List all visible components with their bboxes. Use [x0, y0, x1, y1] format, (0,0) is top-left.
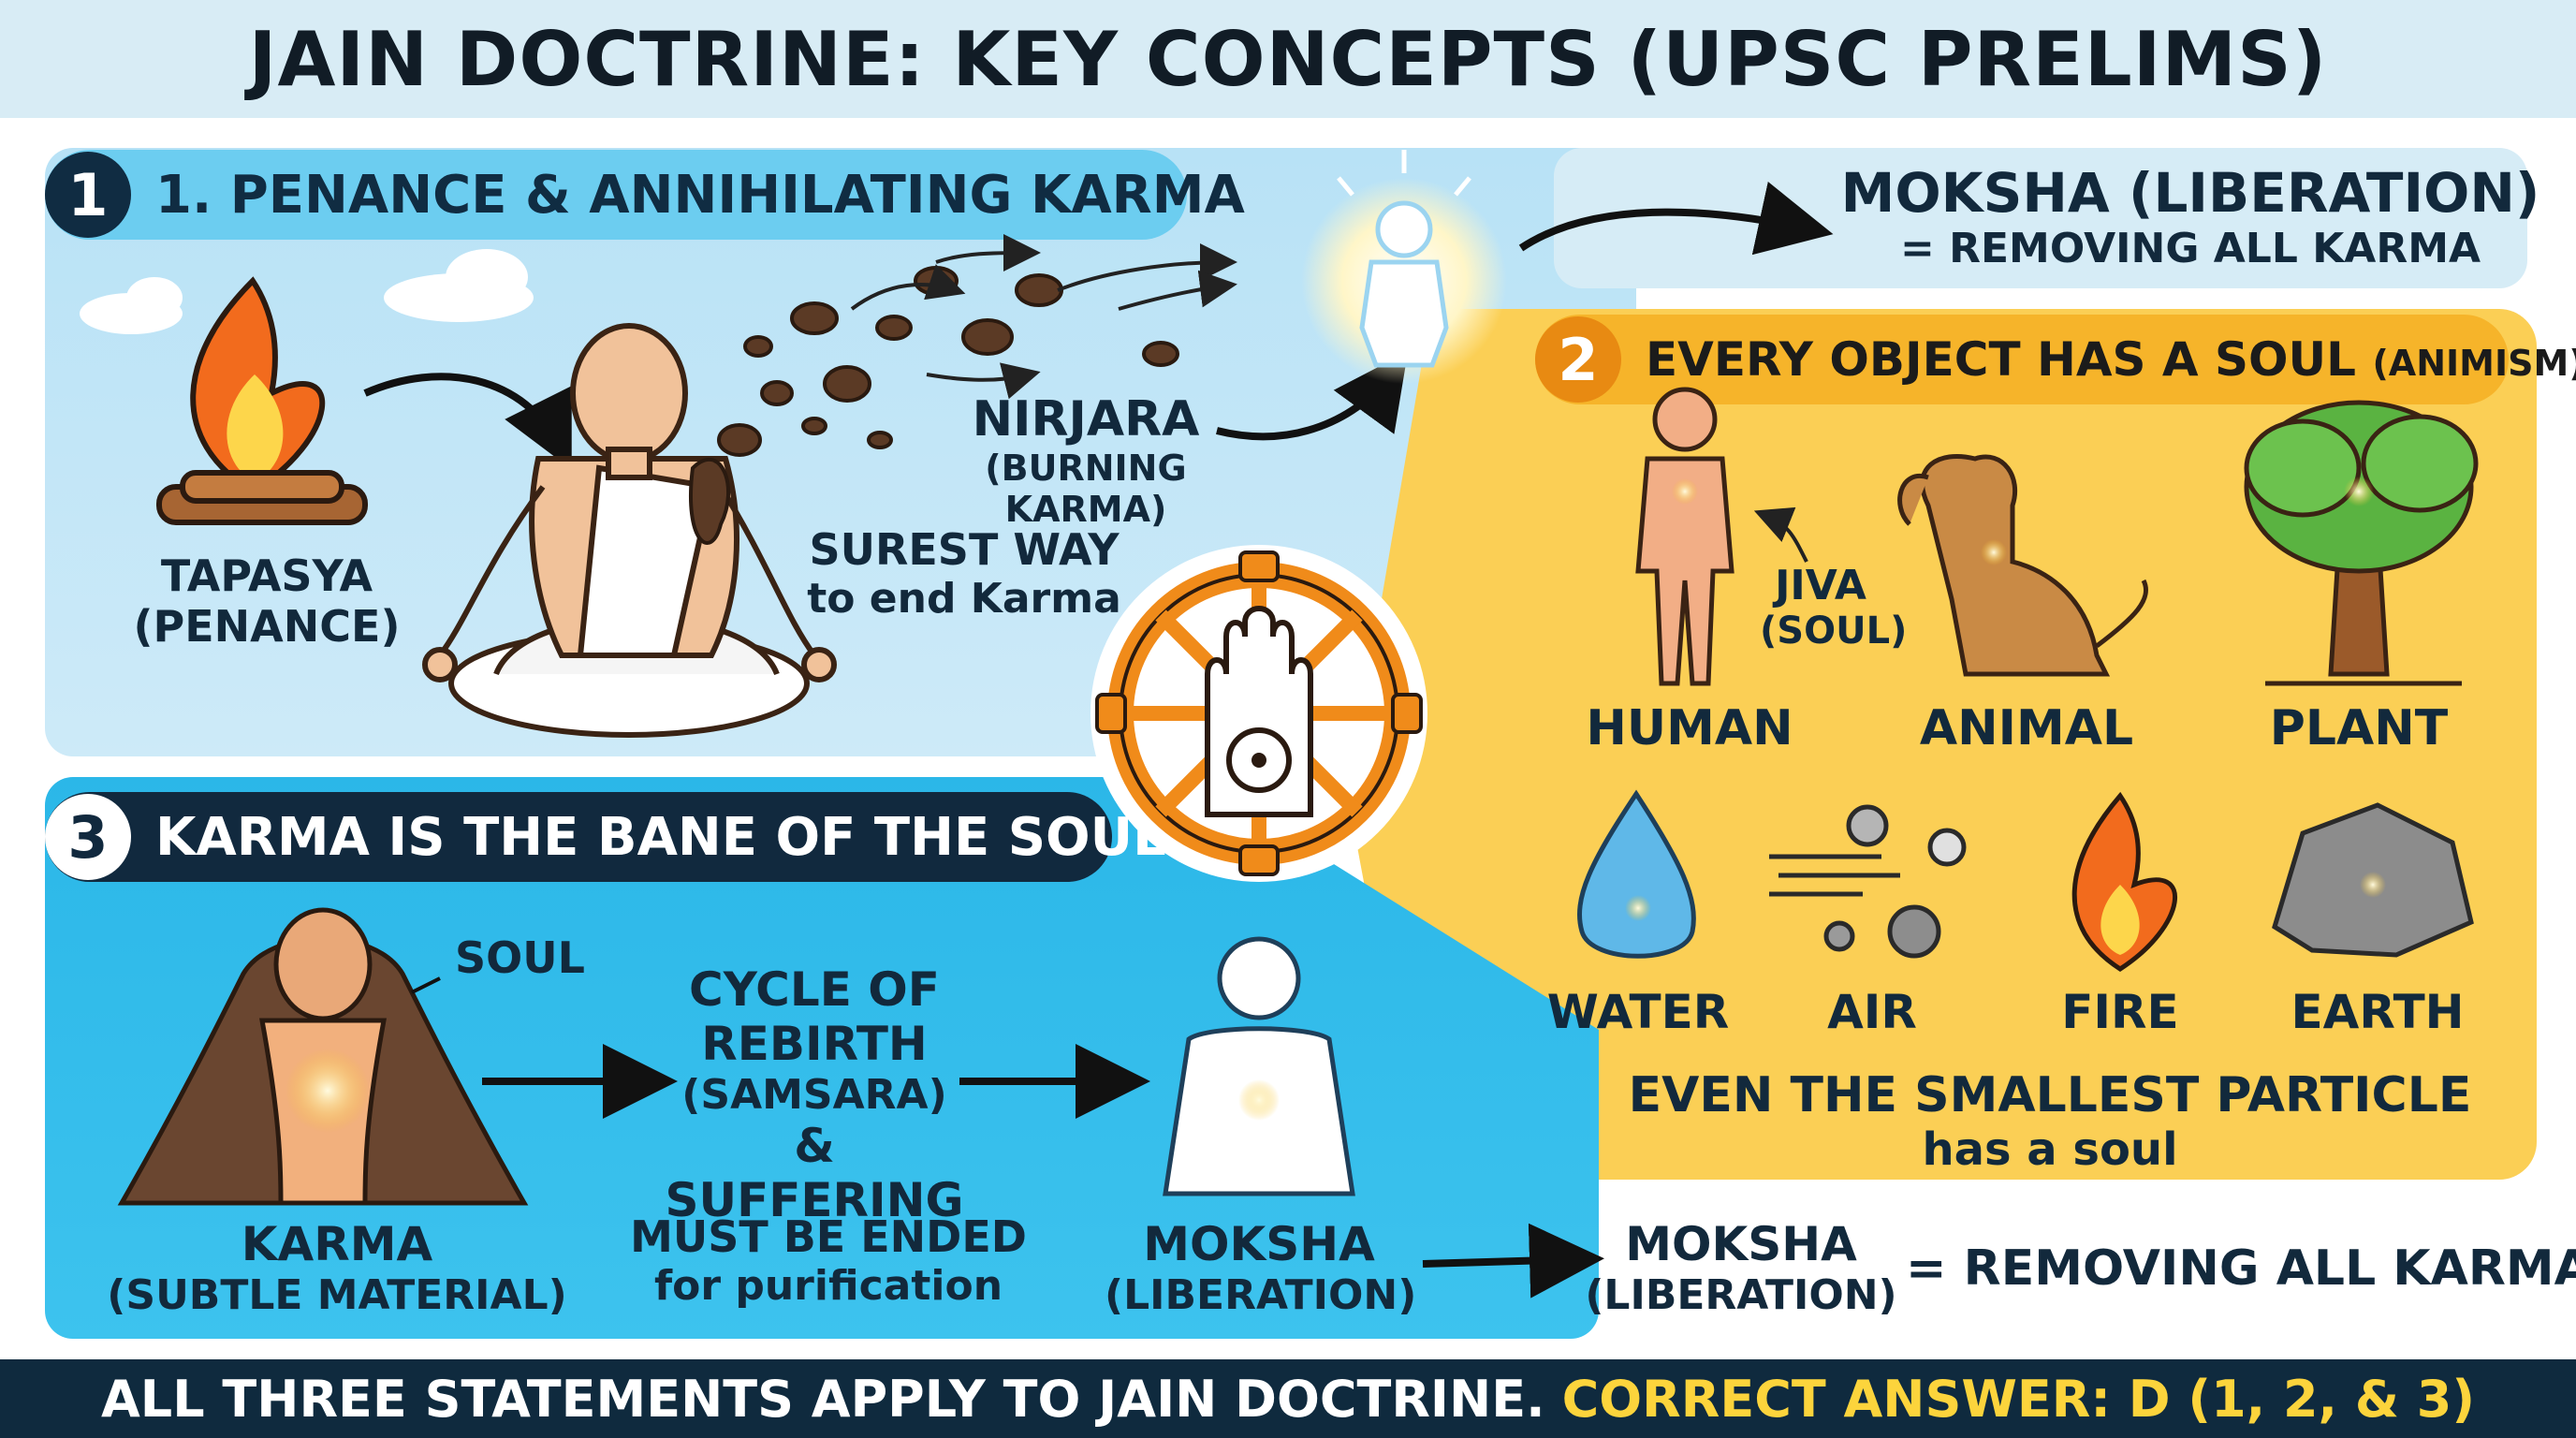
- section3-number: 3: [45, 794, 131, 880]
- moksha-figure-icon: [1163, 936, 1355, 1196]
- plant-tree-icon: [2244, 400, 2479, 686]
- moksha-top-title: MOKSHA (LIBERATION): [1840, 161, 2540, 225]
- moksha-top-box: [1554, 148, 2527, 288]
- cloud-icon: [80, 249, 534, 334]
- cycle-label-group: CYCLE OF REBIRTH (SAMSARA) & SUFFERING: [646, 962, 983, 1227]
- moksha-top-sub: = REMOVING ALL KARMA: [1899, 225, 2481, 272]
- cycle-line3: (SAMSARA): [681, 1071, 947, 1119]
- must-be-ended-line1: MUST BE ENDED: [630, 1211, 1027, 1262]
- arrow-nirjara-to-soul: [1216, 351, 1409, 441]
- item-human-label: HUMAN: [1586, 700, 1793, 756]
- smallest-particle-group: EVEN THE SMALLEST PARTICLE has a soul: [1610, 1067, 2490, 1176]
- section2-number: 2: [1535, 316, 1621, 403]
- item-fire-label: FIRE: [2061, 985, 2179, 1039]
- correct-answer: CORRECT ANSWER: D (1, 2, & 3): [1561, 1369, 2475, 1429]
- surest-way-sub: to end Karma: [807, 575, 1121, 623]
- moksha-s3-group: MOKSHA (LIBERATION): [1105, 1217, 1417, 1319]
- moksha-s3-sub: (LIBERATION): [1105, 1271, 1417, 1319]
- cycle-line1: CYCLE OF: [689, 962, 940, 1017]
- moksha-bottom-eq: = REMOVING ALL KARMA: [1906, 1240, 2576, 1297]
- section2-heading-small: (ANIMISM): [2372, 343, 2576, 384]
- flow-arrow: [850, 264, 966, 311]
- cycle-line4: & SUFFERING: [665, 1119, 964, 1227]
- jain-hand-wheel-icon: [1090, 545, 1427, 882]
- nirjara-sub: (BURNING KARMA): [985, 448, 1187, 530]
- soul-pointer-line: [411, 976, 441, 994]
- karma-sub: (SUBTLE MATERIAL): [107, 1271, 567, 1319]
- jiva-arrow: [1753, 506, 1808, 563]
- surest-way-group: SUREST WAY to end Karma: [805, 524, 1123, 623]
- tapasya-sub: (PENANCE): [133, 601, 401, 652]
- page-title: JAIN DOCTRINE: KEY CONCEPTS (UPSC PRELIM…: [248, 15, 2328, 103]
- item-plant-label: PLANT: [2269, 700, 2449, 756]
- karma-particles-icon: [689, 266, 1179, 545]
- human-icon: [1635, 387, 1734, 686]
- nirjara-label-group: NIRJARA (BURNING KARMA): [899, 391, 1273, 530]
- arrow-fire-to-monk: [363, 373, 572, 470]
- section2-heading-main: EVERY OBJECT HAS A SOUL: [1646, 332, 2357, 387]
- liberated-soul-icon: [1301, 150, 1507, 384]
- moksha-bottom-sub: (LIBERATION): [1585, 1271, 1897, 1319]
- flow-arrow: [926, 362, 1041, 400]
- smallest-particle-line1: EVEN THE SMALLEST PARTICLE: [1628, 1067, 2472, 1123]
- water-drop-icon: [1577, 789, 1696, 959]
- jiva-label-group: JIVA (SOUL): [1760, 562, 1908, 653]
- section3-heading: KARMA IS THE BANE OF THE SOUL: [155, 806, 1166, 868]
- karma-covered-soul-icon: [117, 907, 529, 1206]
- fire-element-icon: [2071, 791, 2178, 972]
- soul-label: SOUL: [455, 932, 585, 983]
- jiva-sub: (SOUL): [1760, 609, 1908, 653]
- item-water-label: WATER: [1546, 985, 1730, 1039]
- item-earth-label: EARTH: [2291, 985, 2465, 1039]
- earth-rock-icon: [2272, 802, 2474, 958]
- karma-label: KARMA: [241, 1217, 433, 1271]
- section1-number: 1: [45, 152, 131, 238]
- must-be-ended-line2: for purification: [653, 1262, 1003, 1310]
- cycle-line2: REBIRTH: [701, 1017, 928, 1071]
- answer-bar: ALL THREE STATEMENTS APPLY TO JAIN DOCTR…: [0, 1359, 2576, 1438]
- moksha-top-text: MOKSHA (LIBERATION) = REMOVING ALL KARMA: [1835, 161, 2546, 272]
- section1-header: 1 1. PENANCE & ANNIHILATING KARMA: [45, 150, 1245, 240]
- tapasya-label: TAPASYA: [160, 550, 373, 601]
- flow-arrow: [1118, 270, 1237, 311]
- moksha-bottom-group: MOKSHA (LIBERATION): [1582, 1217, 1900, 1319]
- moksha-s3-label: MOKSHA: [1143, 1217, 1375, 1271]
- section2-heading: EVERY OBJECT HAS A SOUL (ANIMISM): [1621, 332, 2576, 387]
- section1-heading: 1. PENANCE & ANNIHILATING KARMA: [155, 164, 1245, 226]
- surest-way-label: SUREST WAY: [809, 524, 1120, 575]
- fire-icon: [156, 276, 368, 525]
- animal-dog-icon: [1897, 453, 2149, 677]
- jiva-label: JIVA: [1775, 562, 1866, 609]
- section3-header: 3 KARMA IS THE BANE OF THE SOUL: [45, 792, 1166, 882]
- karma-label-group: KARMA (SUBTLE MATERIAL): [94, 1217, 580, 1319]
- air-wind-icon: [1769, 804, 1967, 959]
- flow-arrow: [1057, 243, 1237, 292]
- meditating-monk-icon: [422, 323, 837, 738]
- arrow-soul-to-moksha: [1518, 182, 1834, 256]
- arrow-to-moksha-bottom: [1422, 1223, 1604, 1299]
- title-bar: JAIN DOCTRINE: KEY CONCEPTS (UPSC PRELIM…: [0, 0, 2576, 118]
- nirjara-label: NIRJARA: [972, 391, 1200, 448]
- answer-statement: ALL THREE STATEMENTS APPLY TO JAIN DOCTR…: [101, 1369, 1545, 1429]
- section2-header: 2 EVERY OBJECT HAS A SOUL (ANIMISM): [1535, 315, 2576, 404]
- smallest-particle-line2: has a soul: [1922, 1123, 2178, 1176]
- item-air-label: AIR: [1827, 985, 1917, 1039]
- must-be-ended-group: MUST BE ENDED for purification: [618, 1211, 1039, 1310]
- item-animal-label: ANIMAL: [1919, 700, 2134, 756]
- moksha-bottom-title: MOKSHA: [1625, 1217, 1857, 1271]
- tapasya-label-group: TAPASYA (PENANCE): [131, 550, 402, 652]
- flow-arrow: [935, 234, 1041, 272]
